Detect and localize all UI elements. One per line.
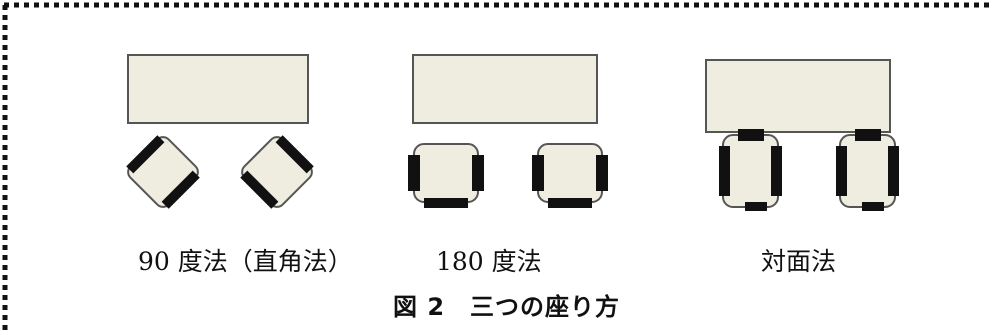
label-180-degree: 180 度法: [436, 247, 542, 276]
table-90: [127, 54, 309, 124]
figure-caption: 図 2 三つの座り方: [393, 293, 621, 321]
chair-face-right: [836, 129, 899, 211]
table-180: [412, 54, 598, 124]
label-90-degree: 90 度法（直角法）: [138, 247, 353, 276]
chair-90-right: [240, 135, 314, 209]
label-face-to-face: 対面法: [761, 247, 837, 276]
chair-face-left: [719, 129, 782, 211]
chair-90-left: [126, 135, 200, 209]
chair-180-left: [408, 143, 484, 208]
table-face: [705, 59, 891, 133]
chair-180-right: [532, 143, 608, 208]
